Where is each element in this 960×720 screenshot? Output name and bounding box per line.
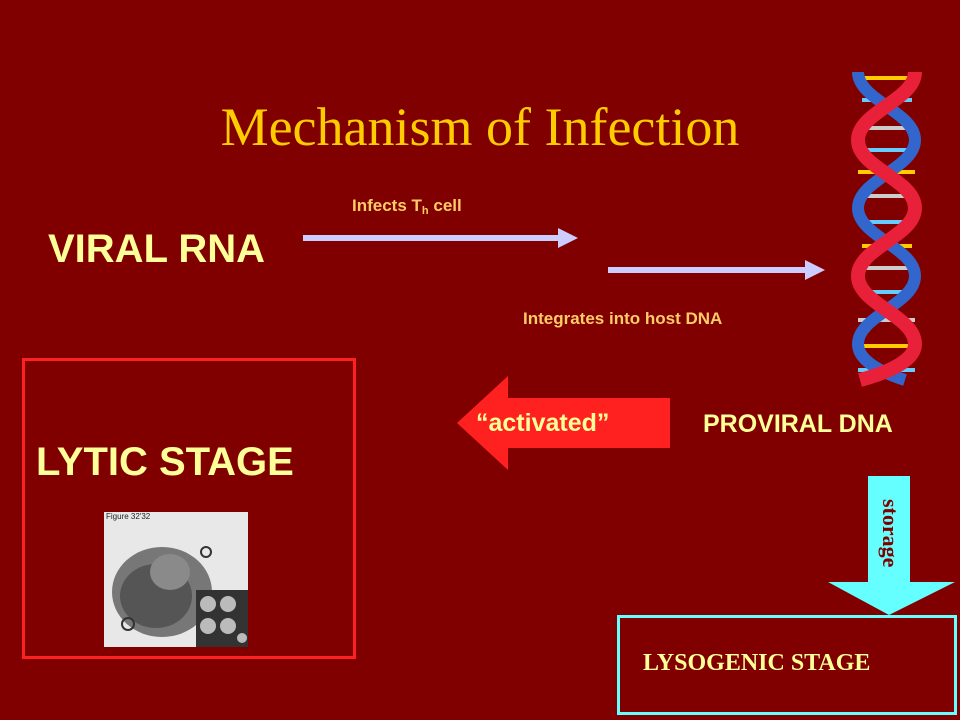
micrograph-caption: Figure 32'32 bbox=[106, 512, 151, 521]
infects-label-suffix: cell bbox=[428, 196, 462, 215]
lytic-stage-box bbox=[22, 358, 356, 659]
lysogenic-stage-label: LYSOGENIC STAGE bbox=[643, 650, 871, 676]
integrates-label: Integrates into host DNA bbox=[523, 309, 723, 328]
viral-rna-label: VIRAL RNA bbox=[48, 227, 266, 271]
infects-label-text: Infects T bbox=[352, 196, 422, 215]
page-title: Mechanism of Infection bbox=[220, 97, 740, 157]
proviral-dna-label: PROVIRAL DNA bbox=[703, 410, 893, 438]
infects-label-subscript: h bbox=[421, 205, 429, 217]
activated-arrow bbox=[457, 376, 670, 470]
activated-label: “activated” bbox=[476, 409, 610, 437]
dna-helix-icon bbox=[850, 70, 923, 387]
lytic-stage-label: LYTIC STAGE bbox=[36, 440, 294, 484]
micrograph-image: Figure 32'32 bbox=[104, 512, 248, 647]
storage-arrow bbox=[828, 476, 955, 615]
storage-label: storage bbox=[878, 498, 903, 568]
micrograph-graphic bbox=[104, 512, 248, 647]
infects-arrow bbox=[303, 228, 578, 248]
integrates-arrow bbox=[608, 260, 825, 280]
lysogenic-stage-box bbox=[617, 615, 957, 715]
infects-label: Infects Th cell bbox=[352, 196, 462, 217]
